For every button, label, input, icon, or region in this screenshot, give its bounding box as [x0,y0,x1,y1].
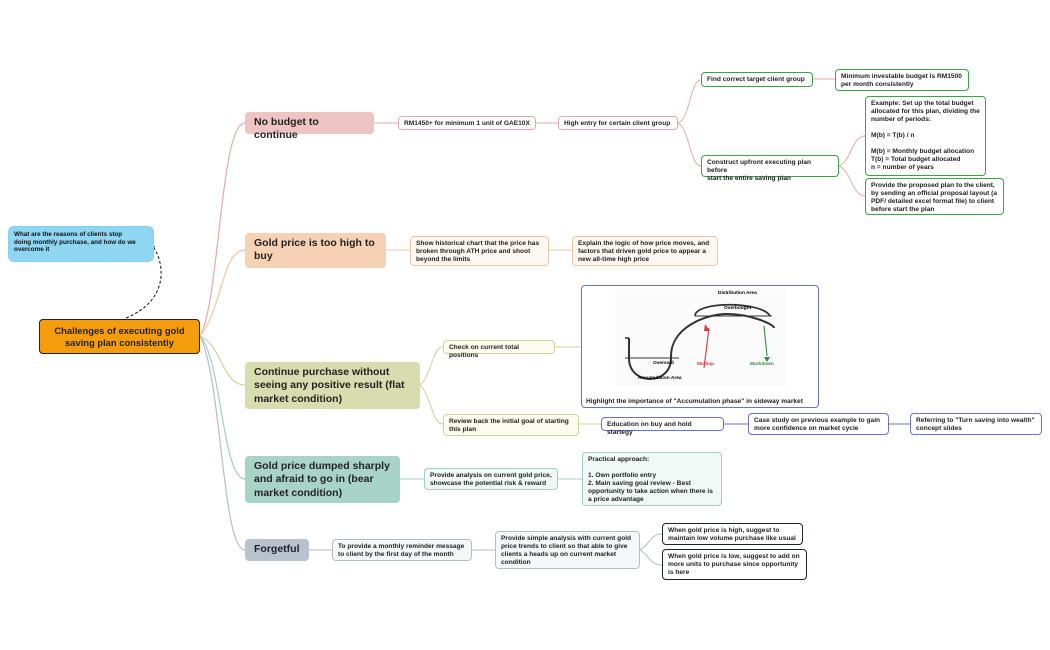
branch-flat-market[interactable]: Continue purchase without seeing any pos… [245,362,420,409]
link-nb-3 [677,79,702,124]
link-root-flat [199,335,246,386]
link-root-bear [199,335,246,480]
find-group-node[interactable]: Find correct target client group [701,72,813,87]
branch-no-budget[interactable]: No budget to continue [245,112,374,141]
referring-node[interactable]: Referring to "Turn saving into wealth" c… [910,413,1042,435]
link-root-too-high [199,249,246,337]
link-fg-3 [639,533,663,551]
min-unit-node[interactable]: RM1450+ for minimum 1 unit of GAE10X [398,116,536,130]
root-topic[interactable]: Challenges of executing gold saving plan… [39,319,200,354]
branch-forgetful[interactable]: Forgetful [245,539,309,561]
branch-too-high[interactable]: Gold price is too high to buy [245,233,386,268]
reminder-node[interactable]: To provide a monthly reminder message to… [332,539,472,561]
explain-logic-node[interactable]: Explain the logic of how price moves, an… [572,236,718,266]
construct-plan-node[interactable]: Construct upfront executing plan before … [701,155,839,182]
historical-chart-node[interactable]: Show historical chart that the price has… [410,236,549,266]
min-budget-node[interactable]: Minimum investable budget is RM1500 per … [835,69,969,91]
case-study-node[interactable]: Case study on previous example to gain m… [748,413,889,435]
link-root-no-budget [199,122,246,337]
link-fm-2 [419,384,444,425]
market-cycle-card[interactable]: Distribution Area Overbought Oversold Ac… [581,285,819,408]
markup-label: Markup [697,362,715,367]
link-fm-1 [419,346,444,386]
link-root-forgetful [199,335,246,551]
proposal-node[interactable]: Provide the proposed plan to the client,… [865,178,1004,215]
low-price-node[interactable]: When gold price is low, suggest to add o… [662,549,807,580]
distribution-label: Distribution Area [718,291,757,296]
high-entry-node[interactable]: High entry for certain client group [558,116,678,130]
question-note: What are the reasons of clients stop doi… [8,226,154,262]
accumulation-label: Accumulation Area [638,376,682,381]
simple-analysis-node[interactable]: Provide simple analysis with current gol… [495,531,640,569]
review-goal-node[interactable]: Review back the initial goal of starting… [443,414,579,436]
oversold-label: Oversold [653,361,674,366]
branch-bear-market[interactable]: Gold price dumped sharply and afraid to … [245,456,400,503]
example-formula-node[interactable]: Example: Set up the total budget allocat… [865,96,986,176]
link-nb-7 [838,165,866,197]
chart-caption: Highlight the importance of "Accumulatio… [586,398,803,405]
markdown-label: Markdown [750,362,774,367]
high-price-node[interactable]: When gold price is high, suggest to main… [662,523,803,545]
practical-approach-node[interactable]: Practical approach: 1. Own portfolio ent… [582,452,722,506]
link-fg-4 [639,549,663,566]
analysis-node[interactable]: Provide analysis on current gold price, … [424,468,558,490]
overbought-label: Overbought [724,306,752,311]
link-nb-6 [838,135,866,167]
link-nb-4 [677,122,702,167]
check-positions-node[interactable]: Check on current total positions [443,340,555,359]
education-node[interactable]: Education on buy and hold startegy [601,417,724,436]
